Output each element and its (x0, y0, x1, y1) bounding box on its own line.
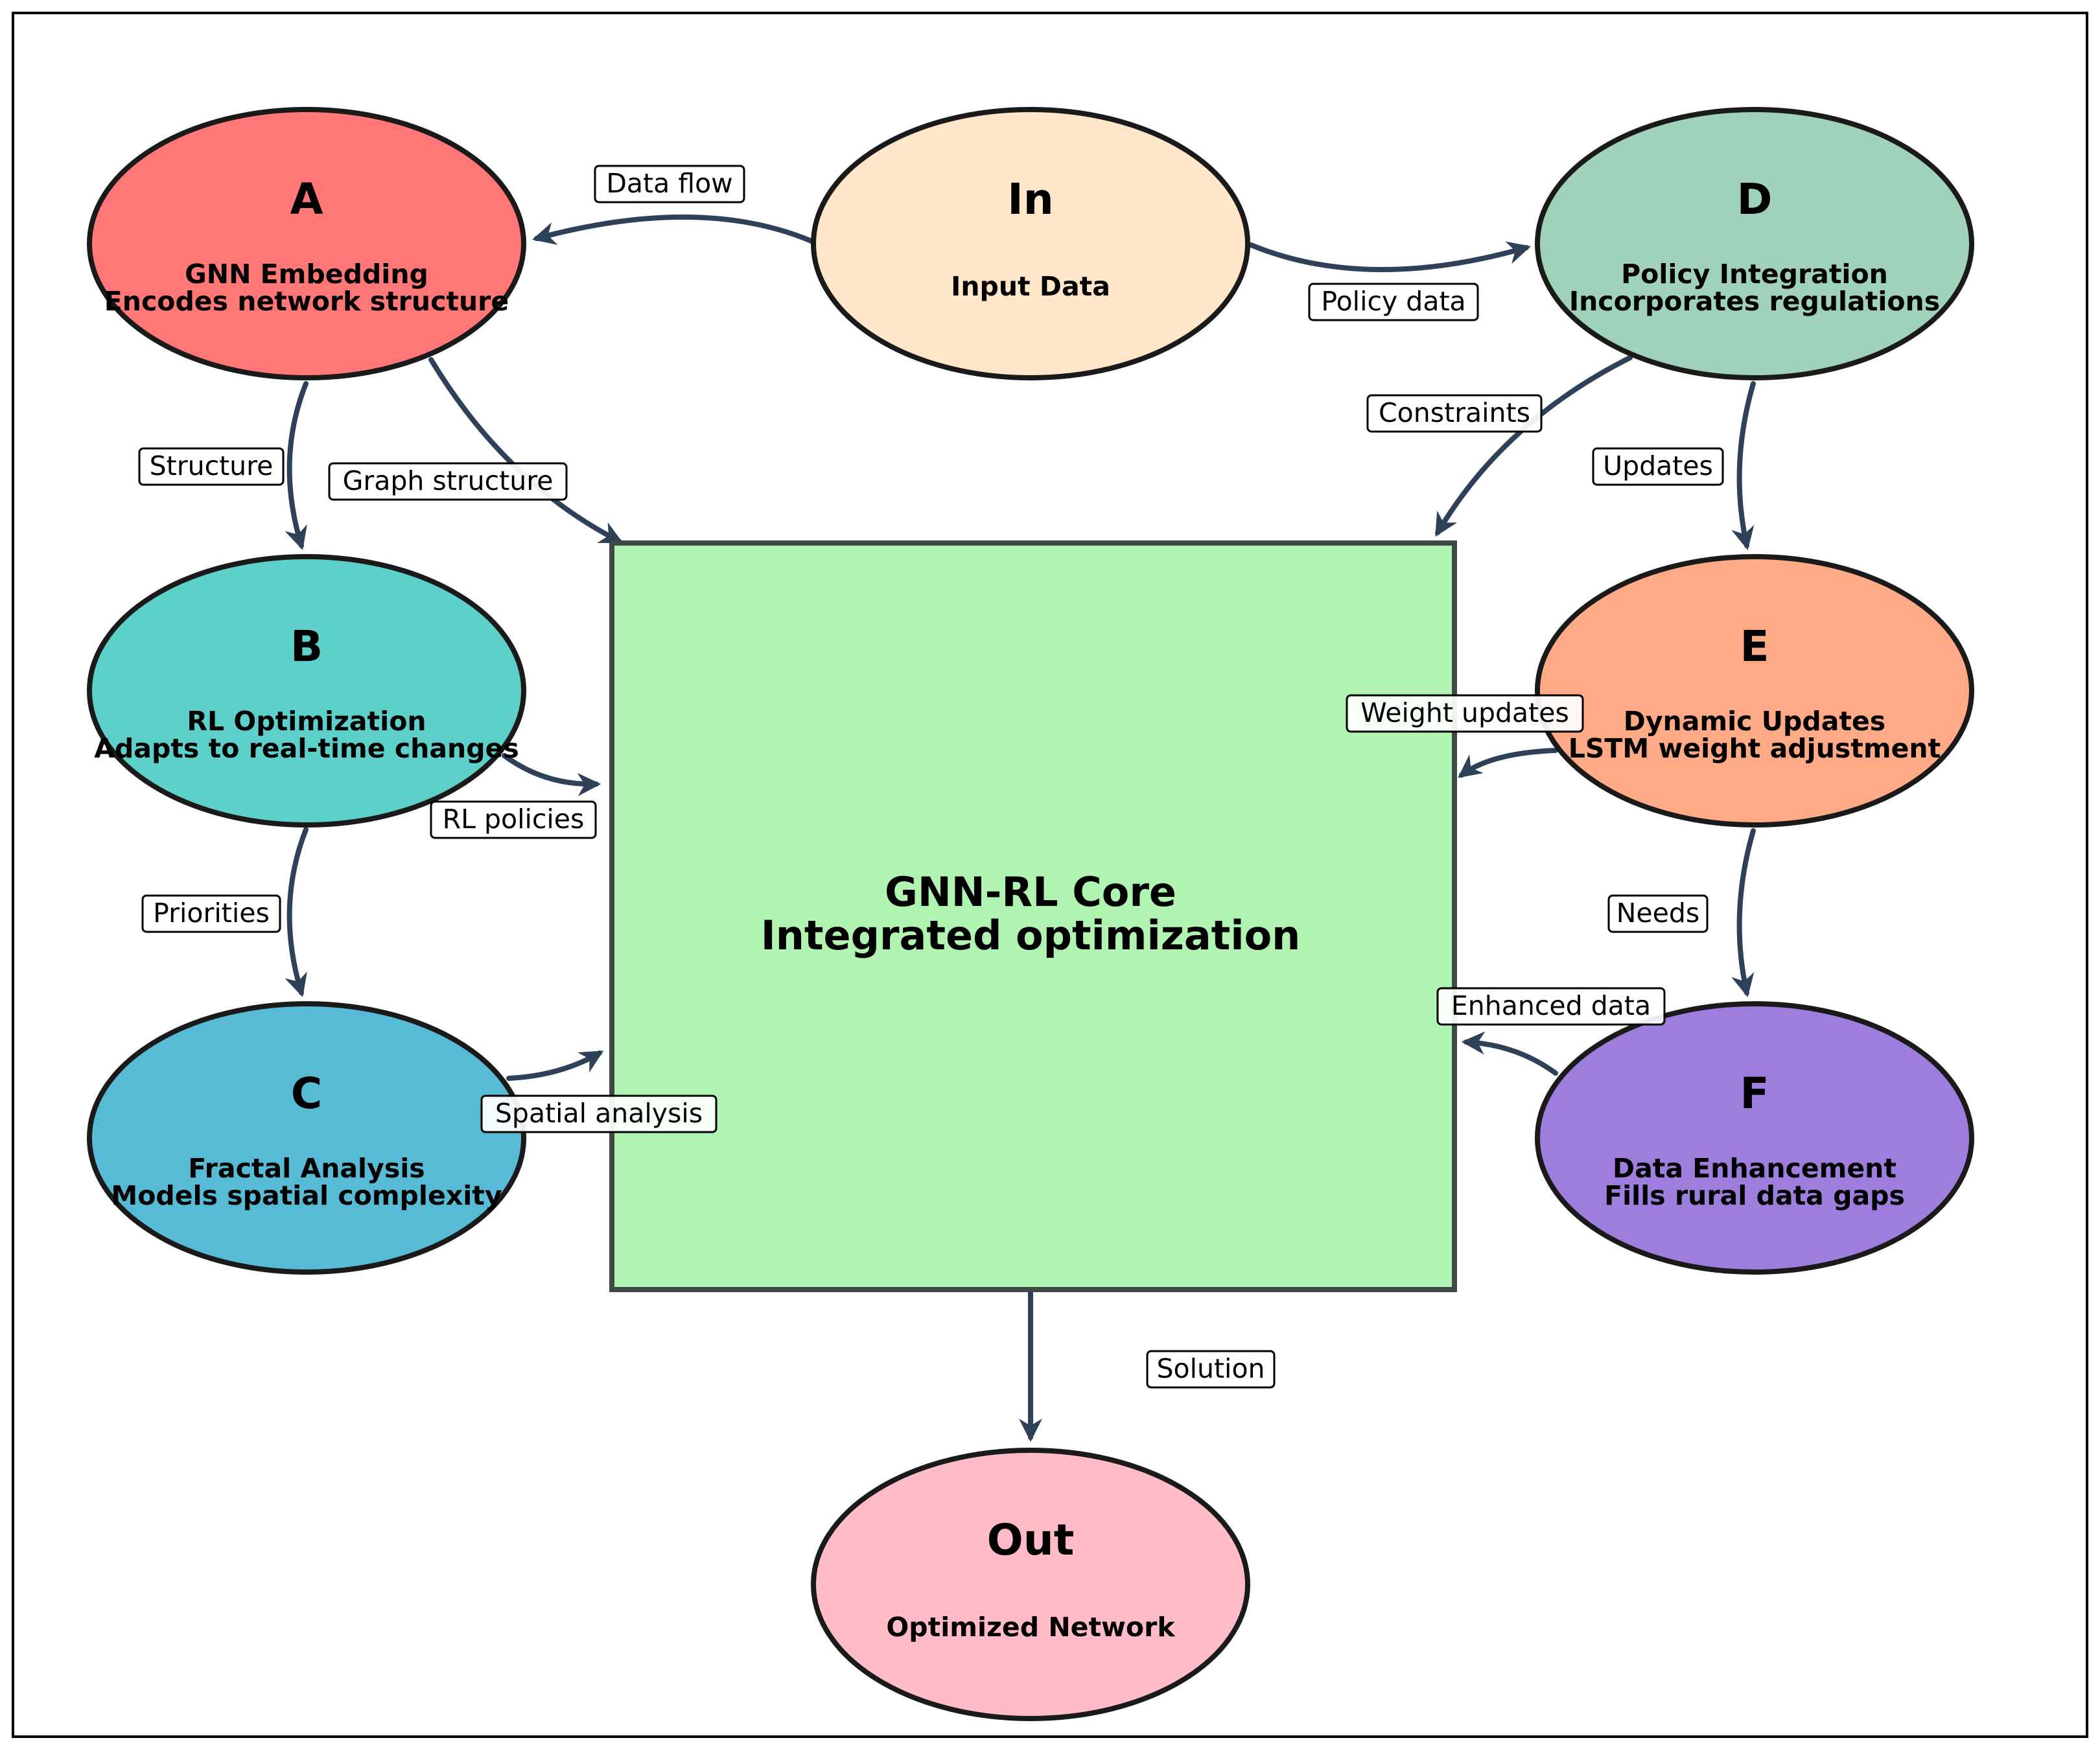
edge-label-text: Constraints (1379, 397, 1530, 428)
edge-label-box (1346, 694, 1584, 733)
node-f: F Data Enhancement Fills rural data gaps (1535, 1001, 1974, 1275)
edge-b-to-core (502, 753, 601, 796)
edge-label-box (594, 165, 745, 203)
edge-f-to-core (1461, 1031, 1558, 1076)
edge-a-to-b (285, 381, 309, 550)
edge-label-text: Needs (1616, 898, 1700, 929)
node-in: In Input Data (811, 107, 1250, 380)
node-c: C Fractal Analysis Models spatial comple… (87, 1001, 526, 1275)
edge-in-to-a (532, 214, 814, 245)
edge-label-rl-policies: RL policies (430, 800, 597, 839)
node-f-line1: Data Enhancement (1613, 1153, 1896, 1184)
edge-e-to-f (1731, 828, 1756, 998)
edge-label-priorities: Priorities (141, 894, 281, 933)
edge-d-to-core (1435, 355, 1633, 537)
edge-label-box (328, 462, 568, 501)
node-e: E Dynamic Updates LSTM weight adjustment (1535, 554, 1974, 828)
node-in-ellipse (811, 107, 1250, 380)
node-a-title: A (290, 174, 323, 224)
node-d-line1: Policy Integration (1621, 259, 1888, 290)
node-d-line2: Incorporates regulations (1569, 286, 1940, 317)
edge-label-needs: Needs (1607, 894, 1709, 933)
core-node: GNN-RL Core Integrated optimization (609, 540, 1457, 1292)
node-c-ellipse (87, 1001, 526, 1275)
edge-label-enhanced-data: Enhanced data (1436, 987, 1666, 1026)
node-b: B RL Optimization Adapts to real-time ch… (87, 554, 526, 828)
edge-in-to-d (1248, 241, 1531, 272)
edge-c-to-core (506, 1050, 604, 1081)
edge-labels-layer: Data flow Policy data Structure Graph st… (138, 165, 1724, 1389)
edge-label-text: RL policies (443, 804, 585, 835)
edge-b-to-c (285, 827, 309, 997)
node-in-line1: Input Data (951, 271, 1110, 302)
node-d: D Policy Integration Incorporates regula… (1535, 107, 1974, 380)
edge-label-data-flow: Data flow (594, 165, 745, 203)
edge-label-text: Enhanced data (1451, 990, 1651, 1021)
node-out-ellipse (811, 1448, 1250, 1721)
node-a-line2: Encodes network structure (104, 286, 509, 317)
edge-label-text: Priorities (153, 898, 270, 929)
edge-label-box (1308, 283, 1479, 321)
edge-label-box (1146, 1350, 1276, 1389)
node-a-line1: GNN Embedding (185, 259, 428, 290)
edge-label-box (430, 800, 597, 839)
node-a-ellipse (87, 107, 526, 380)
edge-label-text: Solution (1156, 1353, 1265, 1384)
edge-label-box (480, 1095, 718, 1133)
edge-label-box (1436, 987, 1666, 1026)
node-f-title: F (1740, 1069, 1769, 1118)
node-out-line1: Optimized Network (886, 1612, 1176, 1643)
edge-label-box (1592, 447, 1724, 486)
node-a: A GNN Embedding Encodes network structur… (87, 107, 526, 380)
edge-label-updates: Updates (1592, 447, 1724, 486)
node-e-title: E (1740, 621, 1769, 671)
edge-label-text: Spatial analysis (495, 1098, 703, 1129)
core-title: GNN-RL Core (885, 868, 1176, 916)
edge-d-to-e (1731, 381, 1756, 551)
edge-label-constraints: Constraints (1366, 394, 1543, 433)
node-c-line1: Fractal Analysis (188, 1153, 425, 1184)
node-in-title: In (1007, 174, 1054, 224)
edge-label-structure: Structure (138, 447, 285, 486)
node-f-line2: Fills rural data gaps (1604, 1180, 1905, 1211)
node-b-line1: RL Optimization (187, 706, 426, 737)
edge-label-text: Data flow (606, 168, 732, 199)
edge-label-text: Updates (1603, 450, 1713, 481)
edge-label-solution: Solution (1146, 1350, 1276, 1389)
edge-label-box (138, 447, 285, 486)
node-c-title: C (291, 1069, 322, 1118)
node-b-line2: Adapts to real-time changes (94, 733, 519, 764)
node-e-ellipse (1535, 554, 1974, 828)
edge-label-text: Graph structure (343, 465, 554, 496)
node-d-ellipse (1535, 107, 1974, 380)
edge-label-spatial-analysis: Spatial analysis (480, 1095, 718, 1133)
node-out-title: Out (987, 1515, 1075, 1565)
core-box (609, 540, 1457, 1292)
edge-label-text: Policy data (1321, 286, 1465, 317)
edge-label-text: Weight updates (1360, 697, 1569, 728)
node-e-line1: Dynamic Updates (1624, 706, 1885, 737)
node-e-line2: LSTM weight adjustment (1569, 733, 1941, 764)
edges-layer (285, 214, 1756, 1442)
core-subtitle: Integrated optimization (761, 912, 1301, 959)
node-out: Out Optimized Network (811, 1448, 1250, 1721)
node-d-title: D (1737, 174, 1773, 224)
edge-label-weight-updates: Weight updates (1346, 694, 1584, 733)
edge-label-policy-data: Policy data (1308, 283, 1479, 321)
node-c-line2: Models spatial complexity (111, 1180, 502, 1211)
edge-label-text: Structure (150, 450, 274, 481)
node-b-ellipse (87, 554, 526, 828)
edge-label-box (1607, 894, 1709, 933)
edge-label-box (141, 894, 281, 933)
edge-label-box (1366, 394, 1543, 433)
edge-e-to-core (1458, 748, 1558, 778)
node-f-ellipse (1535, 1001, 1974, 1275)
node-b-title: B (290, 621, 323, 671)
edge-label-graph-structure: Graph structure (328, 462, 568, 501)
